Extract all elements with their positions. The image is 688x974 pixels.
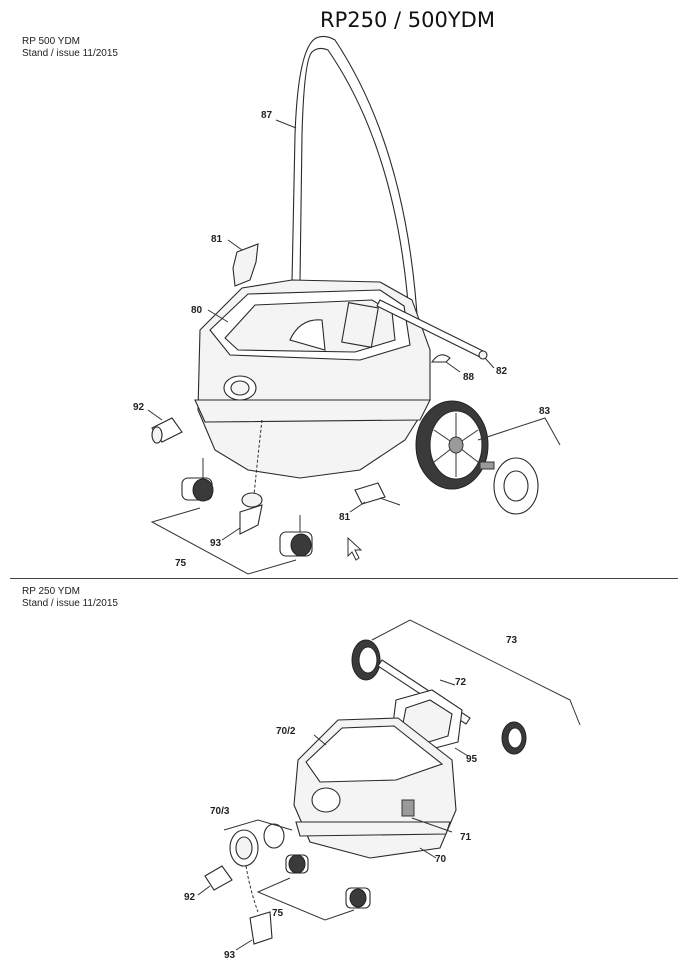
callout-93-lower: 93 <box>224 950 236 961</box>
callout-82: 82 <box>496 366 508 377</box>
section-model: RP 500 YDM <box>22 36 80 47</box>
bracket-70-3 <box>223 819 293 831</box>
callout-80: 80 <box>191 305 203 316</box>
rp500-assembly <box>147 35 561 575</box>
leader-81 <box>227 239 243 251</box>
bracket-75 <box>150 507 297 575</box>
chain-lower <box>245 865 259 913</box>
rod-end-82 <box>478 350 488 360</box>
inlet-port-inner <box>230 380 250 396</box>
leader-88 <box>445 361 461 373</box>
callout-93: 93 <box>210 538 222 549</box>
latch-part-71 <box>401 799 415 817</box>
callout-92: 92 <box>133 402 145 413</box>
bracket-83 <box>477 417 561 446</box>
callout-70: 70 <box>435 854 447 865</box>
leader-82 <box>484 357 495 369</box>
caster-lower-right <box>345 887 371 909</box>
leader-70 <box>419 847 437 859</box>
o-ring <box>263 823 285 849</box>
callout-72: 72 <box>455 677 467 688</box>
axle-bolt <box>479 461 495 470</box>
clip-part-81-lower <box>354 482 386 505</box>
page-title: RP250 / 500YDM <box>320 8 495 32</box>
caster-left <box>181 458 214 502</box>
section-divider <box>10 578 678 579</box>
cap-part-88 <box>430 354 451 363</box>
caster-right <box>279 515 313 557</box>
section-issue: Stand / issue 11/2015 <box>22 598 118 609</box>
chain <box>253 419 263 496</box>
caster-lower-left <box>285 854 309 874</box>
section-label-rp500: RP 500 YDM Stand / issue 11/2015 <box>22 36 118 60</box>
sleeve-part-92-lower <box>204 865 233 891</box>
container-70-opening <box>305 725 444 783</box>
leader-70-2 <box>313 734 327 746</box>
leader-93-lower <box>235 939 253 951</box>
nozzle-top <box>241 492 263 508</box>
callout-88: 88 <box>463 372 475 383</box>
callout-92-lower: 92 <box>184 892 196 903</box>
callout-70-3: 70/3 <box>210 806 230 817</box>
callout-95: 95 <box>466 754 478 765</box>
wheel-right-rim <box>507 727 523 749</box>
callout-81-lower: 81 <box>339 512 351 523</box>
callout-83: 83 <box>539 406 551 417</box>
hubcap-inner <box>503 470 529 502</box>
leader-92-lower <box>197 885 211 896</box>
nozzle-part-93-lower <box>249 911 273 945</box>
sleeve-end <box>151 426 163 444</box>
bracket-75-lower <box>256 877 355 921</box>
leader-71 <box>411 817 453 833</box>
callout-75: 75 <box>175 558 187 569</box>
section-issue: Stand / issue 11/2015 <box>22 48 118 59</box>
wheel-left-rim <box>358 646 378 674</box>
inner-baffle <box>289 319 326 351</box>
leader-92 <box>147 409 163 421</box>
nozzle-part-93 <box>239 504 263 535</box>
leader-95 <box>454 747 469 757</box>
inlet-70-3-inner <box>235 836 253 860</box>
section-label-rp250: RP 250 YDM Stand / issue 11/2015 <box>22 586 118 610</box>
leader-81-lower <box>349 501 366 513</box>
leader-93 <box>221 527 241 541</box>
callout-73: 73 <box>506 635 518 646</box>
container-band <box>194 399 431 423</box>
callout-75-lower: 75 <box>272 908 284 919</box>
container-70-band <box>295 821 451 837</box>
callout-81: 81 <box>211 234 223 245</box>
rp250-assembly <box>197 619 581 951</box>
callout-70-2: 70/2 <box>276 726 296 737</box>
inner-bracket <box>341 302 379 348</box>
callout-87: 87 <box>261 110 273 121</box>
container-70-inlet <box>311 787 341 813</box>
leader-72 <box>439 679 456 686</box>
leader-80 <box>207 309 229 323</box>
rear-wheel-hub <box>448 436 464 454</box>
screw <box>379 497 401 506</box>
cursor-icon <box>347 536 363 561</box>
callout-71: 71 <box>460 832 472 843</box>
bracket-73 <box>371 619 581 726</box>
leader-87 <box>275 119 297 129</box>
clip-part-81 <box>232 243 259 287</box>
section-model: RP 250 YDM <box>22 586 80 597</box>
